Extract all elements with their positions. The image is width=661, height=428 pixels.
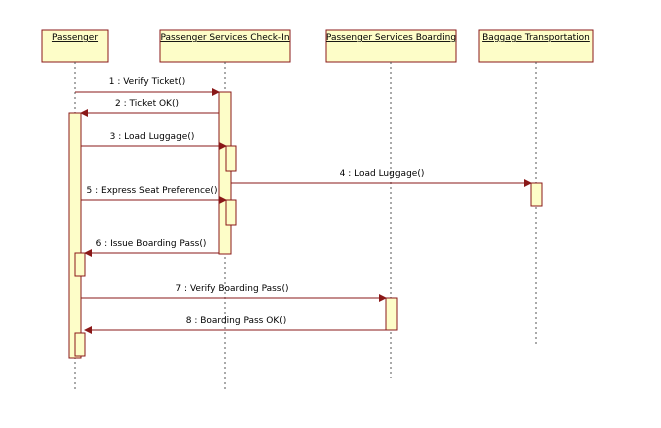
lifeline-baggage-label: Baggage Transportation [482,33,590,43]
message-5[interactable]: 5 : Express Seat Preference() [81,186,227,204]
message-7[interactable]: 7 : Verify Boarding Pass() [81,284,387,302]
message-3[interactable]: 3 : Load Luggage() [81,132,227,150]
message-3-label: 3 : Load Luggage() [110,132,195,142]
message-1-label: 1 : Verify Ticket() [109,77,186,87]
activation-passenger-boarding-pass [74,252,86,277]
message-6-label: 6 : Issue Boarding Pass() [96,239,207,249]
lifeline-boarding[interactable]: Passenger Services Boarding [325,29,457,378]
message-6[interactable]: 6 : Issue Boarding Pass() [84,239,219,257]
activation-passenger-boarding-ok [74,332,86,357]
activation-boarding [385,297,398,331]
lifeline-boarding-label: Passenger Services Boarding [326,33,456,43]
message-2[interactable]: 2 : Ticket OK() [80,99,219,117]
message-4-label: 4 : Load Luggage() [340,169,425,179]
lifeline-checkin[interactable]: Passenger Services Check-In [159,29,291,392]
lifeline-checkin-box [159,29,291,63]
activation-baggage [530,182,543,207]
message-5-label: 5 : Express Seat Preference() [87,186,218,196]
lifeline-checkin-label: Passenger Services Check-In [160,33,289,43]
message-1[interactable]: 1 : Verify Ticket() [75,77,220,96]
lifeline-baggage[interactable]: Baggage Transportation [478,29,594,346]
lifeline-passenger-label: Passenger [52,33,98,43]
activation-checkin-seat-preference [225,199,237,226]
message-2-label: 2 : Ticket OK() [115,99,179,109]
lifeline-boarding-box [325,29,457,63]
message-8[interactable]: 8 : Boarding Pass OK() [84,316,386,334]
activation-checkin-main [218,91,232,255]
lifeline-passenger-box [41,29,109,63]
message-8-label: 8 : Boarding Pass OK() [186,316,287,326]
message-4[interactable]: 4 : Load Luggage() [231,169,532,187]
activation-checkin-load-luggage [225,145,237,172]
activation-passenger-main [68,112,82,359]
message-7-label: 7 : Verify Boarding Pass() [175,284,288,294]
